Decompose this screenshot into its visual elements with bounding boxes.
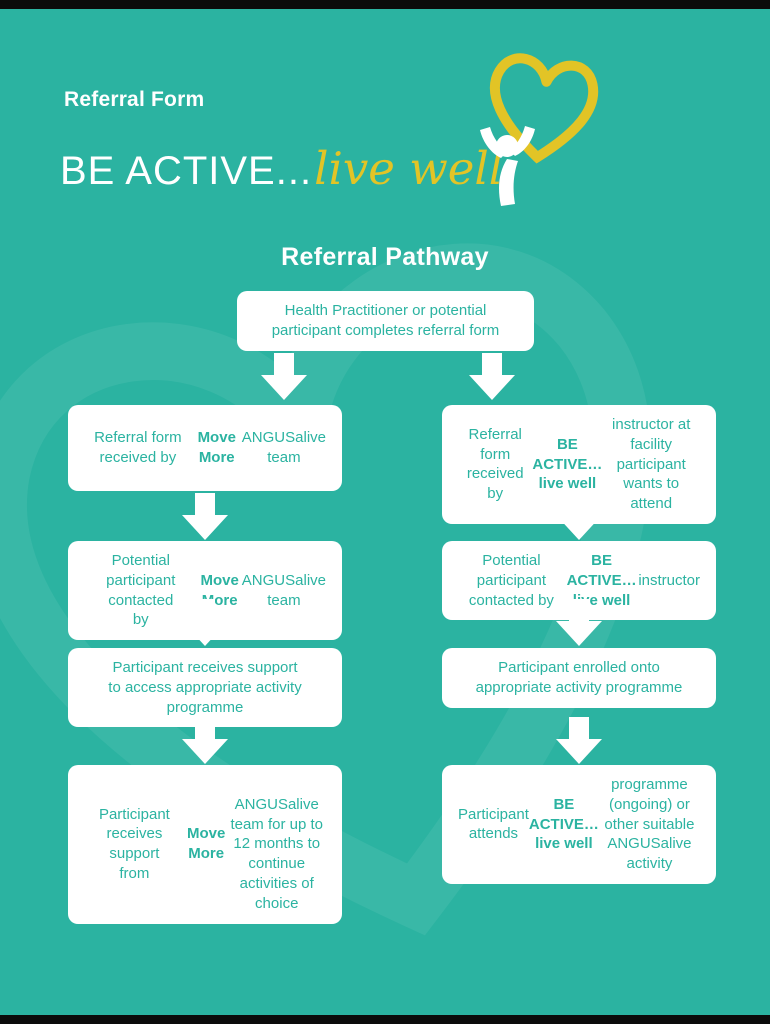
form-title: Referral Form bbox=[64, 88, 205, 111]
flow-box-left-3: Participant receives support to access a… bbox=[68, 648, 342, 728]
person-figure-icon bbox=[480, 126, 535, 206]
logo-mark bbox=[480, 53, 599, 206]
flow-box-left-1: Referral form received by Move More ANGU… bbox=[68, 405, 342, 491]
flow-box-left-4: Participant receives support from Move M… bbox=[68, 765, 342, 924]
logo-wordmark: BE ACTIVE...live well bbox=[60, 142, 503, 195]
arrow-down-icon bbox=[182, 493, 228, 540]
top-scan-edge bbox=[0, 0, 770, 9]
logo-be-active-text: BE ACTIVE... bbox=[60, 149, 313, 193]
flow-box-start: Health Practitioner or potential partici… bbox=[237, 291, 534, 351]
pathway-heading: Referral Pathway bbox=[281, 243, 489, 271]
bottom-scan-edge bbox=[0, 1015, 770, 1024]
heart-outline-icon bbox=[489, 53, 599, 164]
arrow-down-icon bbox=[469, 353, 515, 400]
arrow-down-icon bbox=[261, 353, 307, 400]
flow-box-right-4: Participant attends BE ACTIVE… live well… bbox=[442, 765, 716, 884]
flow-box-right-3: Participant enrolled onto appropriate ac… bbox=[442, 648, 716, 708]
arrow-down-icon bbox=[556, 717, 602, 764]
arrow-down-icon bbox=[556, 493, 602, 540]
logo-live-well-text: live well bbox=[314, 142, 504, 195]
arrow-down-icon bbox=[182, 717, 228, 764]
arrow-down-icon bbox=[556, 599, 602, 646]
arrow-down-icon bbox=[182, 599, 228, 646]
flow-box-right-2: Potential participant contacted by BE AC… bbox=[442, 541, 716, 621]
